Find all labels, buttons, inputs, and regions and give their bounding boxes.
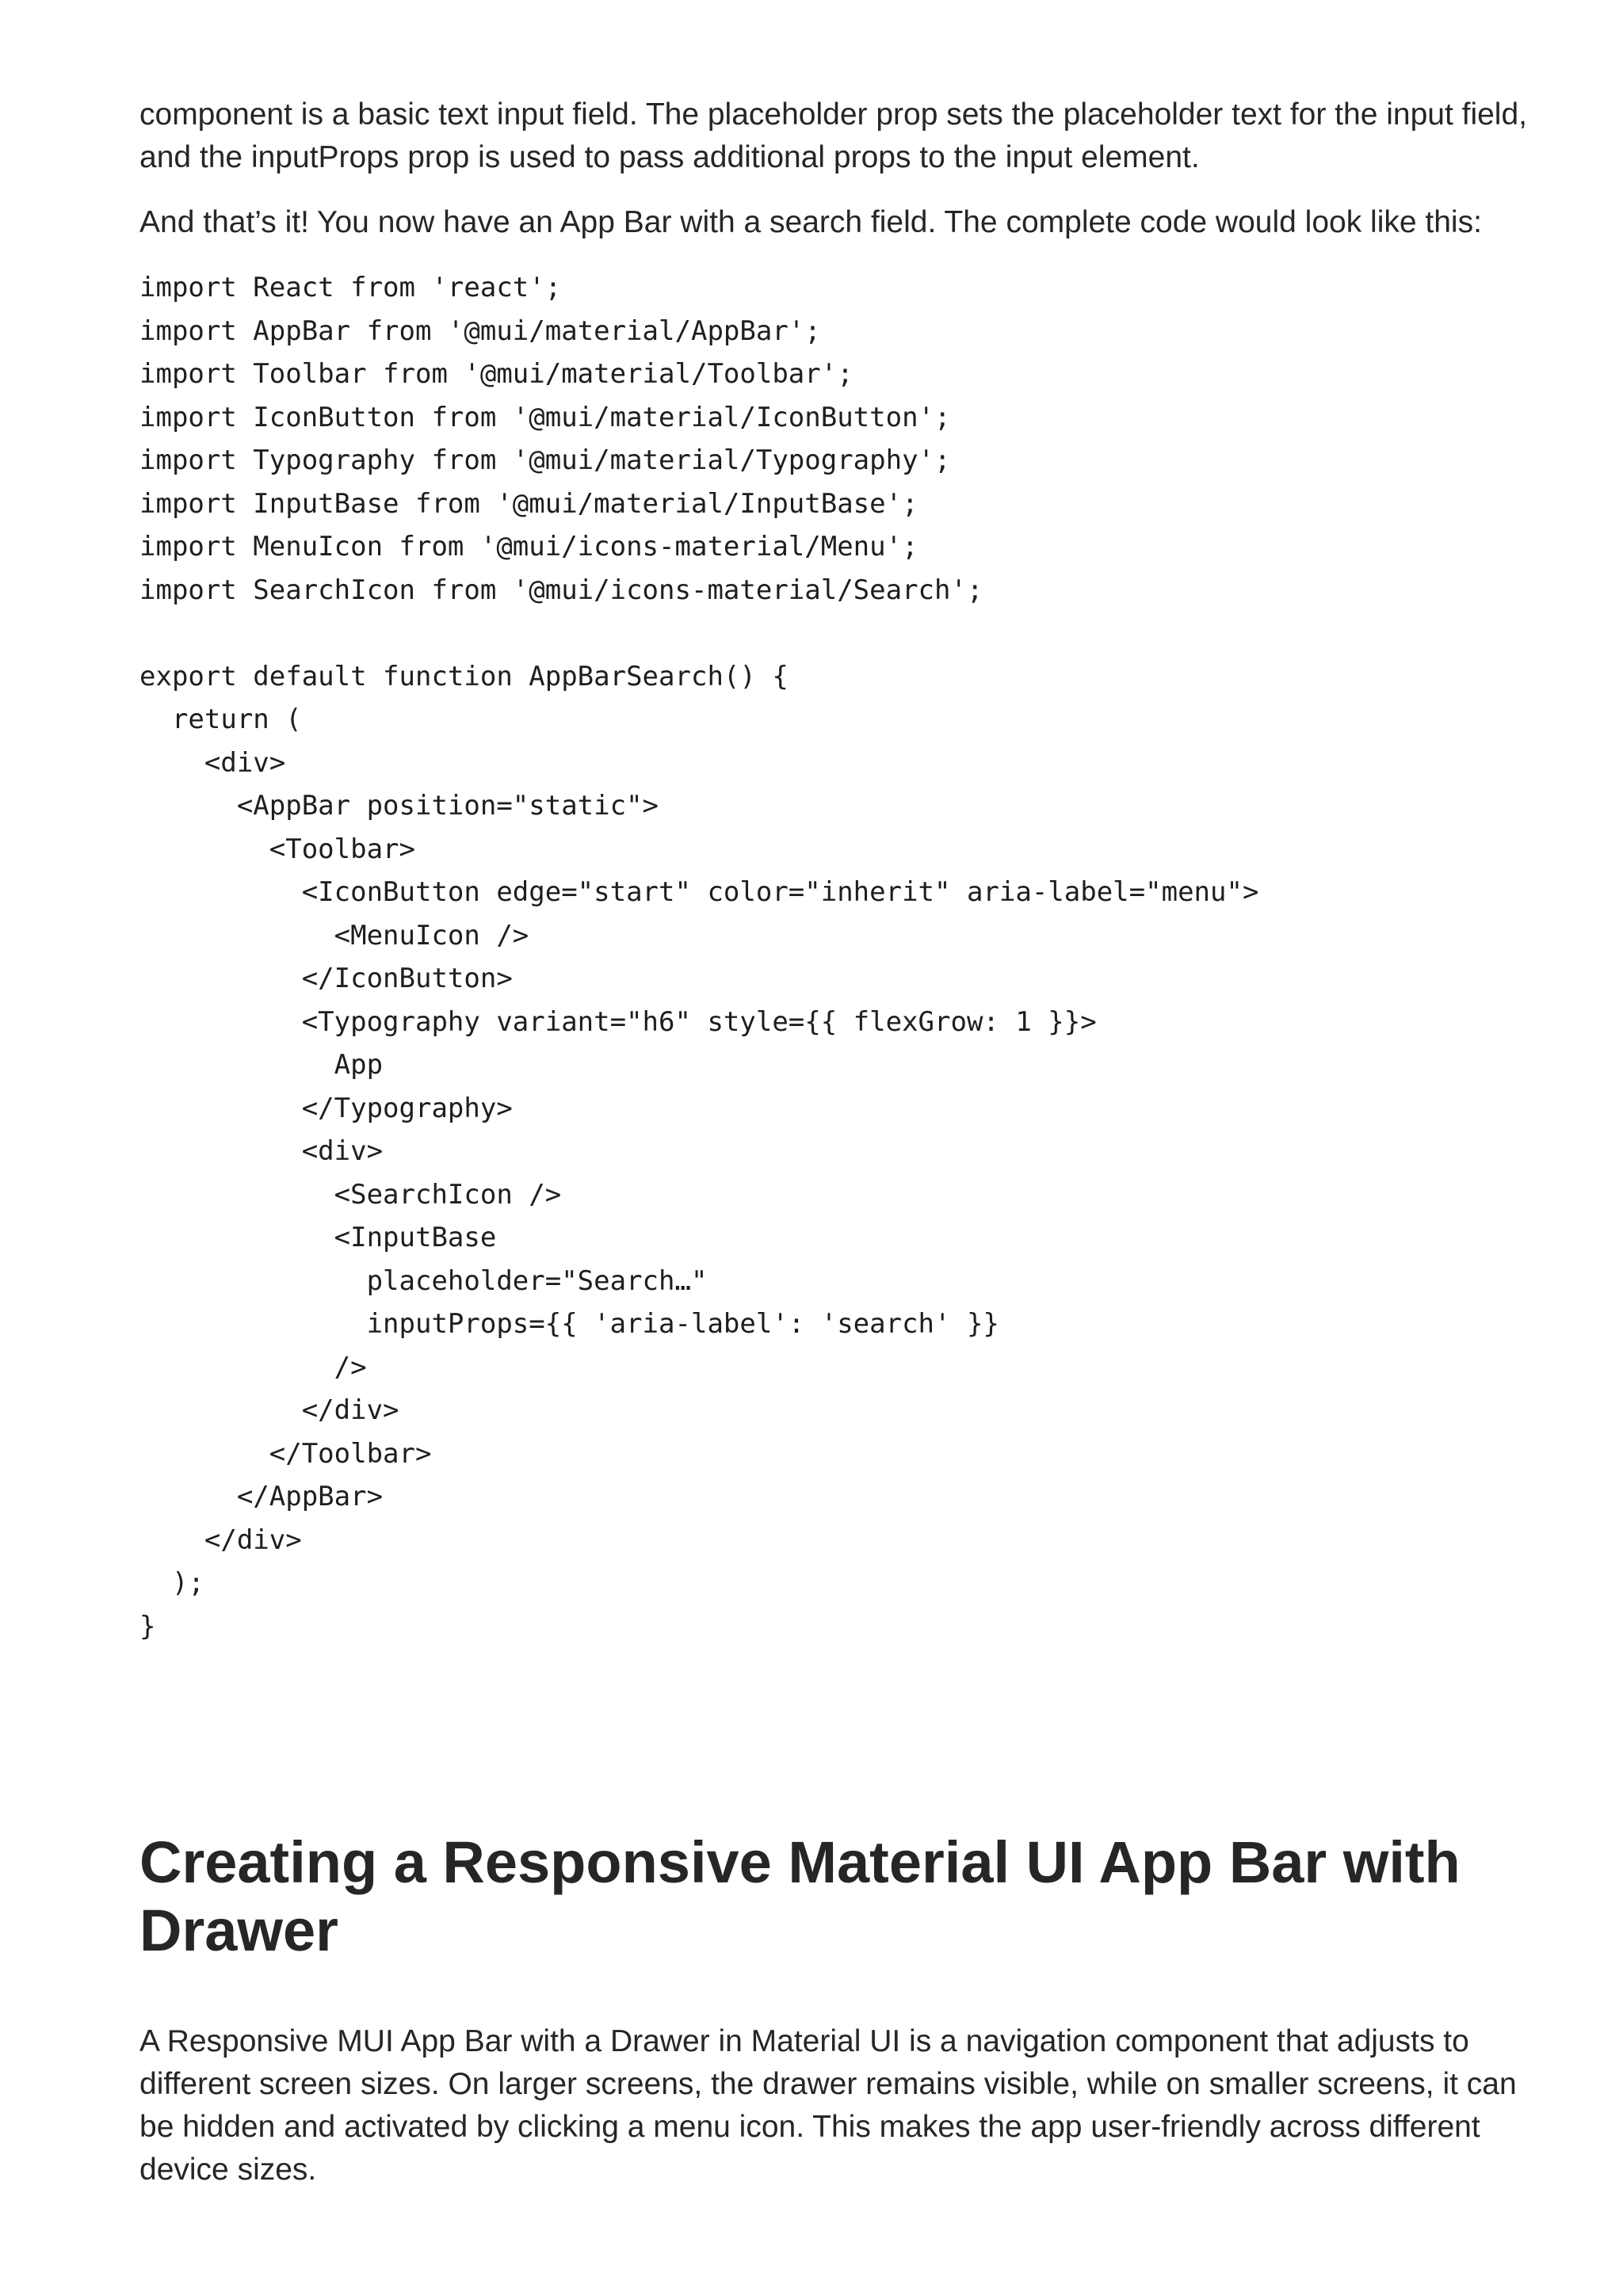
code-line: <InputBase (139, 1222, 497, 1253)
code-line: import React from 'react'; (139, 272, 562, 303)
code-line: <div> (139, 746, 286, 779)
code-line: <div> (139, 1135, 384, 1167)
code-line: ); (139, 1567, 204, 1599)
code-line: import Typography from '@mui/material/Ty… (139, 444, 951, 476)
code-line: import AppBar from '@mui/material/AppBar… (139, 315, 821, 347)
code-line: </IconButton> (139, 963, 513, 994)
code-line: <Toolbar> (139, 833, 415, 865)
section-heading: Creating a Responsive Material UI App Ba… (139, 1829, 1461, 1963)
code-line: inputProps={{ 'aria-label': 'search' }} (139, 1308, 999, 1340)
code-line: import Toolbar from '@mui/material/Toolb… (139, 358, 854, 390)
code-line: } (139, 1610, 156, 1642)
code-line: import IconButton from '@mui/material/Ic… (139, 401, 951, 433)
code-line: </Toolbar> (139, 1437, 432, 1470)
code-block: import React from 'react'; import AppBar … (139, 266, 1534, 1648)
code-line: import MenuIcon from '@mui/icons-materia… (139, 531, 918, 563)
code-line: </div> (139, 1394, 399, 1426)
code-line: import SearchIcon from '@mui/icons-mater… (139, 574, 983, 606)
complete-code-intro-paragraph: And that’s it! You now have an App Bar w… (139, 205, 1482, 239)
code-line: </div> (139, 1524, 302, 1556)
code-line: <IconButton edge="start" color="inherit"… (139, 876, 1259, 908)
code-line: <AppBar position="static"> (139, 790, 659, 822)
document-page: component is a basic text input field. T… (139, 93, 1534, 2187)
intro-continuation-paragraph: component is a basic text input field. T… (139, 97, 1528, 174)
code-line (139, 612, 1534, 655)
code-line: App (139, 1049, 384, 1081)
code-line: return ( (139, 704, 302, 735)
code-line: import InputBase from '@mui/material/Inp… (139, 487, 918, 520)
code-line: placeholder="Search…" (139, 1264, 708, 1297)
code-line: <SearchIcon /> (139, 1178, 562, 1211)
code-line: export default function AppBarSearch() { (139, 660, 789, 692)
code-line: </AppBar> (139, 1481, 384, 1512)
section-body-paragraph: A Responsive MUI App Bar with a Drawer i… (139, 2024, 1517, 2187)
code-line: <MenuIcon /> (139, 919, 529, 952)
code-line: </Typography> (139, 1092, 513, 1124)
code-line: <Typography variant="h6" style={{ flexGr… (139, 1005, 1097, 1038)
code-line: /> (139, 1351, 367, 1383)
